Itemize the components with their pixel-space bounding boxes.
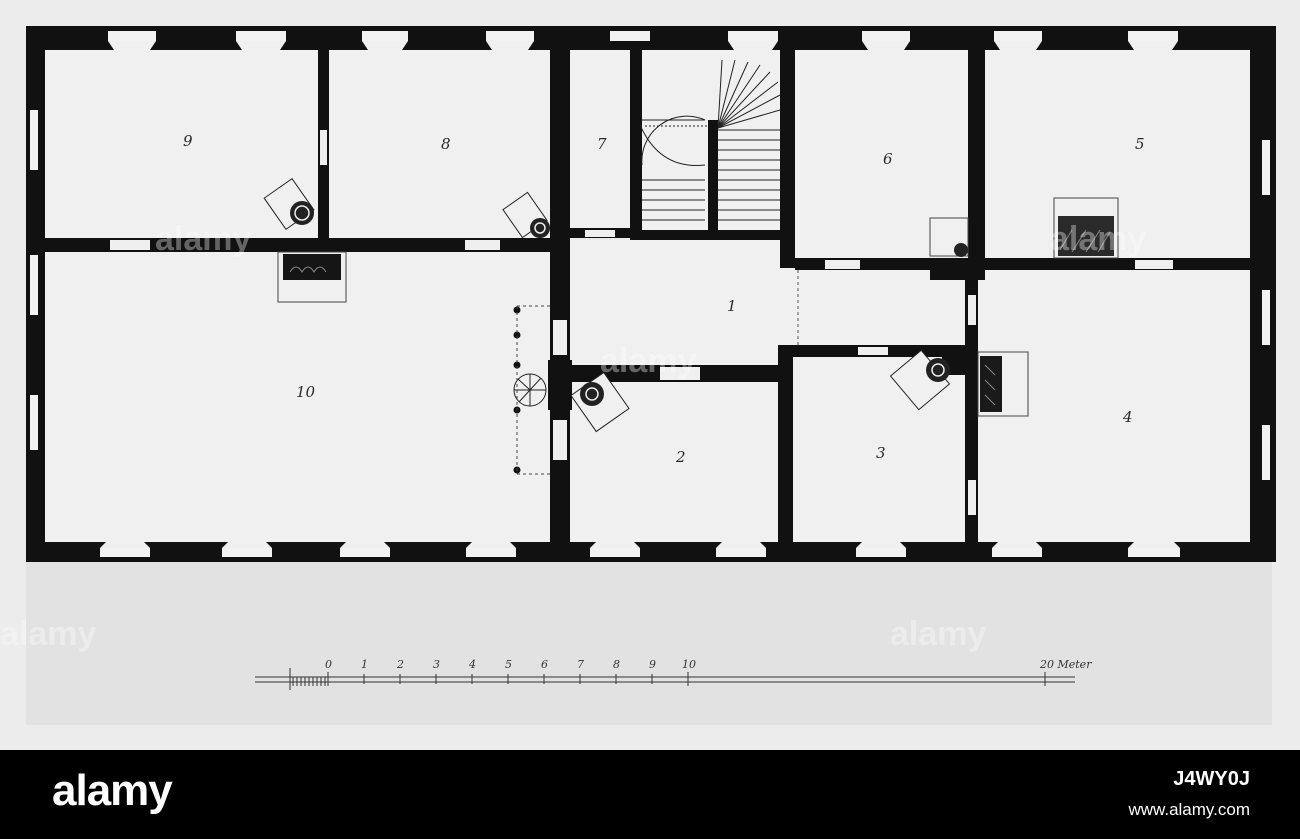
watermark-5: alamy: [890, 615, 986, 653]
scale-tick-4: 4: [468, 658, 476, 671]
scale-tick-3: 3: [433, 658, 440, 671]
room-label-3: 3: [876, 444, 886, 462]
stove-room-8: [502, 191, 550, 239]
floor-plan-sheet: 1 2 3 4 5 6 7 8 9 10: [0, 26, 1276, 690]
watermark-2: alamy: [600, 342, 696, 380]
scale-tick-7: 7: [577, 658, 584, 671]
room-label-6: 6: [883, 150, 893, 168]
fireplace-room-5: [1053, 197, 1119, 259]
bottom-windows: [100, 542, 1180, 557]
top-windows: [108, 31, 1178, 50]
scale-tick-10: 10: [682, 658, 696, 671]
watermarks: alamy alamy alamy alamy alamy: [0, 220, 1146, 653]
room-label-1: 1: [727, 297, 737, 315]
scale-tick-0: 0: [325, 658, 332, 671]
room-label-8: 8: [441, 135, 451, 153]
watermark-3: alamy: [1050, 220, 1146, 258]
scale-tick-8: 8: [613, 658, 620, 671]
spiral-stair: [513, 305, 550, 475]
room-label-4: 4: [1122, 408, 1133, 426]
room-label-5: 5: [1135, 135, 1145, 153]
site-url: www.alamy.com: [1128, 800, 1250, 819]
scale-bar: 0 1 2 3 4 5 6 7 8 9 10 20 Meter: [255, 658, 1092, 690]
brand-logo: alamy: [52, 766, 173, 815]
scale-tick-5: 5: [505, 658, 512, 671]
stove-room-9: [263, 177, 315, 231]
room-labels: 1 2 3 4 5 6 7 8 9 10: [183, 132, 1145, 466]
scale-tick-1: 1: [361, 658, 368, 671]
stove-icons: [263, 177, 1119, 433]
stove-room-2: [570, 371, 630, 433]
staircase: [639, 59, 782, 240]
watermark-4: alamy: [0, 615, 96, 653]
fireplace-room-10: [277, 251, 347, 303]
room-label-9: 9: [183, 132, 193, 150]
floor-plan-drawing: 1 2 3 4 5 6 7 8 9 10: [0, 26, 1276, 690]
stove-room-6: [929, 217, 969, 257]
fireplace-room-4: [977, 351, 1029, 417]
image-id: J4WY0J: [1173, 768, 1250, 790]
stove-room-3: [889, 349, 951, 411]
door-openings: [110, 130, 1173, 515]
side-windows: [30, 110, 1270, 480]
scale-tick-6: 6: [541, 658, 548, 671]
scale-end-label: 20 Meter: [1039, 658, 1092, 671]
scale-tick-9: 9: [649, 658, 656, 671]
watermark-1: alamy: [155, 220, 251, 258]
room-label-2: 2: [675, 448, 686, 466]
watermark-footer-bar: alamy J4WY0J www.alamy.com: [0, 750, 1300, 839]
room-label-7: 7: [597, 135, 607, 153]
room-label-10: 10: [296, 383, 316, 401]
scale-tick-2: 2: [396, 658, 404, 671]
